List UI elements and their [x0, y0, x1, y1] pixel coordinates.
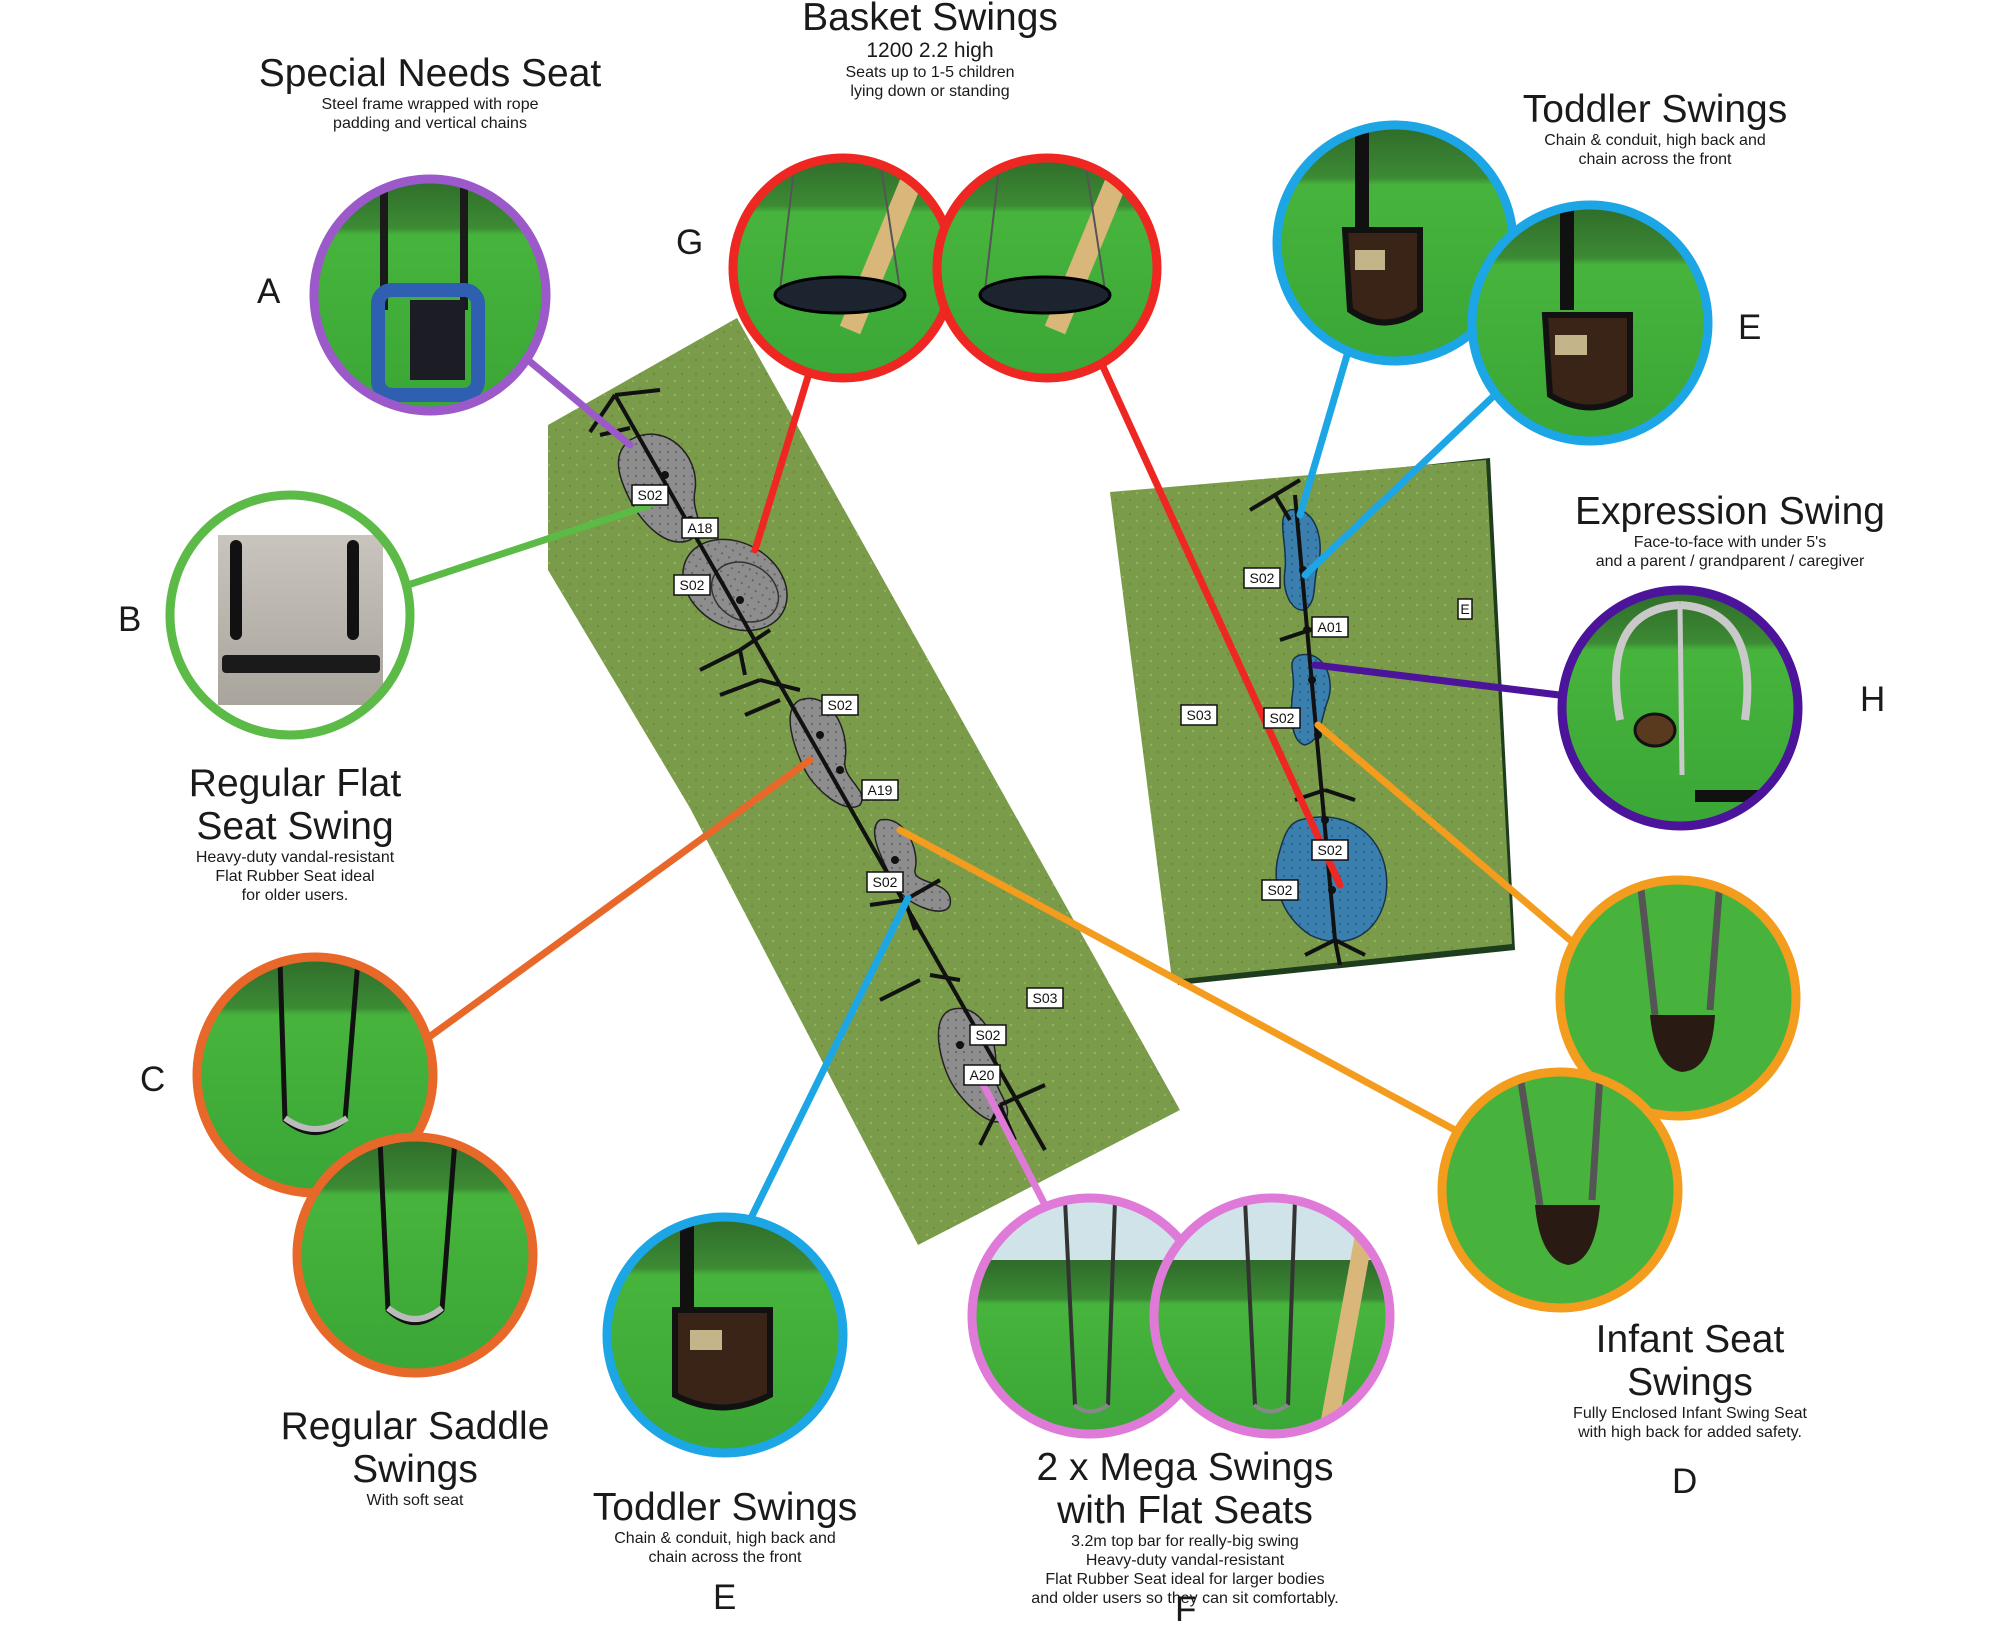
connector-lines [404, 341, 1604, 1224]
swing-c-caption: Regular Saddle Swings With soft seat [245, 1405, 585, 1510]
plan-tag-left-7: S02 [969, 1024, 1007, 1046]
svg-text:S02: S02 [1268, 882, 1293, 898]
swing-e-letter-bottom: E [713, 1578, 737, 1617]
swing-a-desc-1: Steel frame wrapped with rope [321, 96, 539, 113]
plan-tag-left-0: S02 [631, 484, 669, 506]
swing-b-title-2: Seat Swing [196, 805, 394, 848]
swing-c-title-1: Regular Saddle [280, 1405, 550, 1448]
plan-tag-right-5: S02 [1261, 879, 1299, 901]
mega-swing-photo-2 [1149, 1193, 1395, 1439]
swing-a-desc-2: padding and vertical chains [333, 115, 527, 132]
plan-tag-left-3: S02 [821, 694, 859, 716]
plan-tag-right-4: S02 [1311, 839, 1349, 861]
svg-text:S02: S02 [1270, 710, 1295, 726]
plan-tag-right-2: S03 [1180, 704, 1218, 726]
plan-tag-left-1: A18 [681, 517, 719, 539]
swing-h-desc-1: Face-to-face with under 5's [1633, 534, 1827, 551]
swing-b-desc-3: for older users. [241, 887, 349, 904]
swing-g-caption: Basket Swings 1200 2.2 high Seats up to … [740, 0, 1120, 101]
svg-text:S02: S02 [873, 874, 898, 890]
swing-c-title-2: Swings [352, 1448, 478, 1491]
swing-e-title-bottom: Toddler Swings [592, 1486, 858, 1529]
infant-seat-photo-2 [1437, 1067, 1683, 1313]
swing-g-desc-3: lying down or standing [850, 83, 1010, 100]
swing-h-caption: Expression Swing Face-to-face with under… [1535, 490, 1925, 571]
plan-tag-left-8: A20 [963, 1064, 1001, 1086]
svg-text:S02: S02 [976, 1027, 1001, 1043]
swing-g-desc-2: Seats up to 1-5 children [845, 64, 1015, 81]
swing-f-title-1: 2 x Mega Swings [1036, 1446, 1334, 1489]
svg-text:A20: A20 [970, 1067, 995, 1083]
swing-f-caption: 2 x Mega Swings with Flat Seats 3.2m top… [990, 1446, 1380, 1608]
swing-e-letter-top: E [1738, 308, 1762, 347]
swing-e-desc-top-1: Chain & conduit, high back and [1544, 132, 1766, 149]
swing-e-caption-bottom: Toddler Swings Chain & conduit, high bac… [560, 1486, 890, 1567]
svg-text:S03: S03 [1187, 707, 1212, 723]
swing-b-caption: Regular Flat Seat Swing Heavy-duty vanda… [135, 762, 455, 905]
plan-tag-left-6: S03 [1026, 987, 1064, 1009]
swing-b-title-1: Regular Flat [188, 762, 402, 805]
swing-e-caption-top: Toddler Swings Chain & conduit, high bac… [1470, 88, 1840, 169]
swing-e-desc-top-2: chain across the front [1578, 151, 1732, 168]
swing-a-letter: A [257, 272, 281, 311]
swing-h-desc-2: and a parent / grandparent / caregiver [1595, 553, 1865, 570]
swing-f-title-2: with Flat Seats [1057, 1489, 1313, 1532]
basket-swing-photo-2 [932, 153, 1162, 383]
swing-f-desc-2: Heavy-duty vandal-resistant [1085, 1552, 1285, 1569]
svg-text:A18: A18 [688, 520, 713, 536]
plan-tag-left-5: S02 [866, 871, 904, 893]
plan-tag-right-0: S02 [1243, 567, 1281, 589]
expression-swing-photo [1557, 585, 1803, 831]
svg-text:S02: S02 [638, 487, 663, 503]
swing-g-title: Basket Swings [802, 0, 1058, 39]
swing-e-title-top: Toddler Swings [1522, 88, 1788, 131]
plan-tag-right-6: E [1457, 598, 1473, 620]
swing-d-letter: D [1672, 1462, 1698, 1501]
toddler-seat-photo-3 [602, 1212, 848, 1458]
swing-f-desc-3: Flat Rubber Seat ideal for larger bodies [1045, 1571, 1325, 1588]
svg-text:S02: S02 [1250, 570, 1275, 586]
plan-tag-right-3: S02 [1263, 707, 1301, 729]
swing-f-desc-1: 3.2m top bar for really-big swing [1071, 1533, 1299, 1550]
svg-text:A01: A01 [1318, 619, 1343, 635]
svg-text:S02: S02 [828, 697, 853, 713]
plan-tag-left-2: S02 [673, 574, 711, 596]
toddler-seat-photo-2 [1467, 200, 1713, 446]
swing-g-desc-1: 1200 2.2 high [866, 39, 994, 62]
swing-c-desc-1: With soft seat [366, 1492, 464, 1509]
basket-swing-photo [728, 153, 958, 383]
saddle-seat-photo-2 [292, 1132, 538, 1378]
swing-f-letter: F [1175, 1590, 1197, 1629]
swing-f-desc-4: and older users so they can sit comforta… [1031, 1590, 1339, 1607]
svg-text:E: E [1460, 601, 1469, 617]
svg-text:A19: A19 [868, 782, 893, 798]
swing-d-caption: Infant Seat Swings Fully Enclosed Infant… [1540, 1318, 1840, 1442]
swing-b-desc-2: Flat Rubber Seat ideal [215, 868, 375, 885]
swing-a-caption: Special Needs Seat Steel frame wrapped w… [200, 52, 660, 133]
svg-text:S02: S02 [1318, 842, 1343, 858]
swing-h-letter: H [1860, 680, 1886, 719]
swing-b-desc-1: Heavy-duty vandal-resistant [195, 849, 395, 866]
swing-h-title: Expression Swing [1575, 490, 1885, 533]
plan-tag-left-4: A19 [861, 779, 899, 801]
swing-c-letter: C [140, 1060, 166, 1099]
special-needs-seat-photo [309, 174, 551, 416]
svg-text:S02: S02 [680, 577, 705, 593]
swing-d-desc-1: Fully Enclosed Infant Swing Seat [1573, 1405, 1807, 1422]
swing-d-title-1: Infant Seat [1595, 1318, 1785, 1361]
svg-text:S03: S03 [1033, 990, 1058, 1006]
swing-b-letter: B [118, 600, 142, 639]
swing-e-desc-bottom-1: Chain & conduit, high back and [614, 1530, 836, 1547]
swing-d-desc-2: with high back for added safety. [1578, 1424, 1802, 1441]
swing-e-desc-bottom-2: chain across the front [648, 1549, 802, 1566]
swing-d-title-2: Swings [1627, 1361, 1753, 1404]
flat-seat-photo [165, 490, 415, 740]
plan-tag-right-1: A01 [1311, 616, 1349, 638]
swing-g-letter: G [676, 223, 704, 262]
swing-a-title: Special Needs Seat [258, 52, 602, 95]
